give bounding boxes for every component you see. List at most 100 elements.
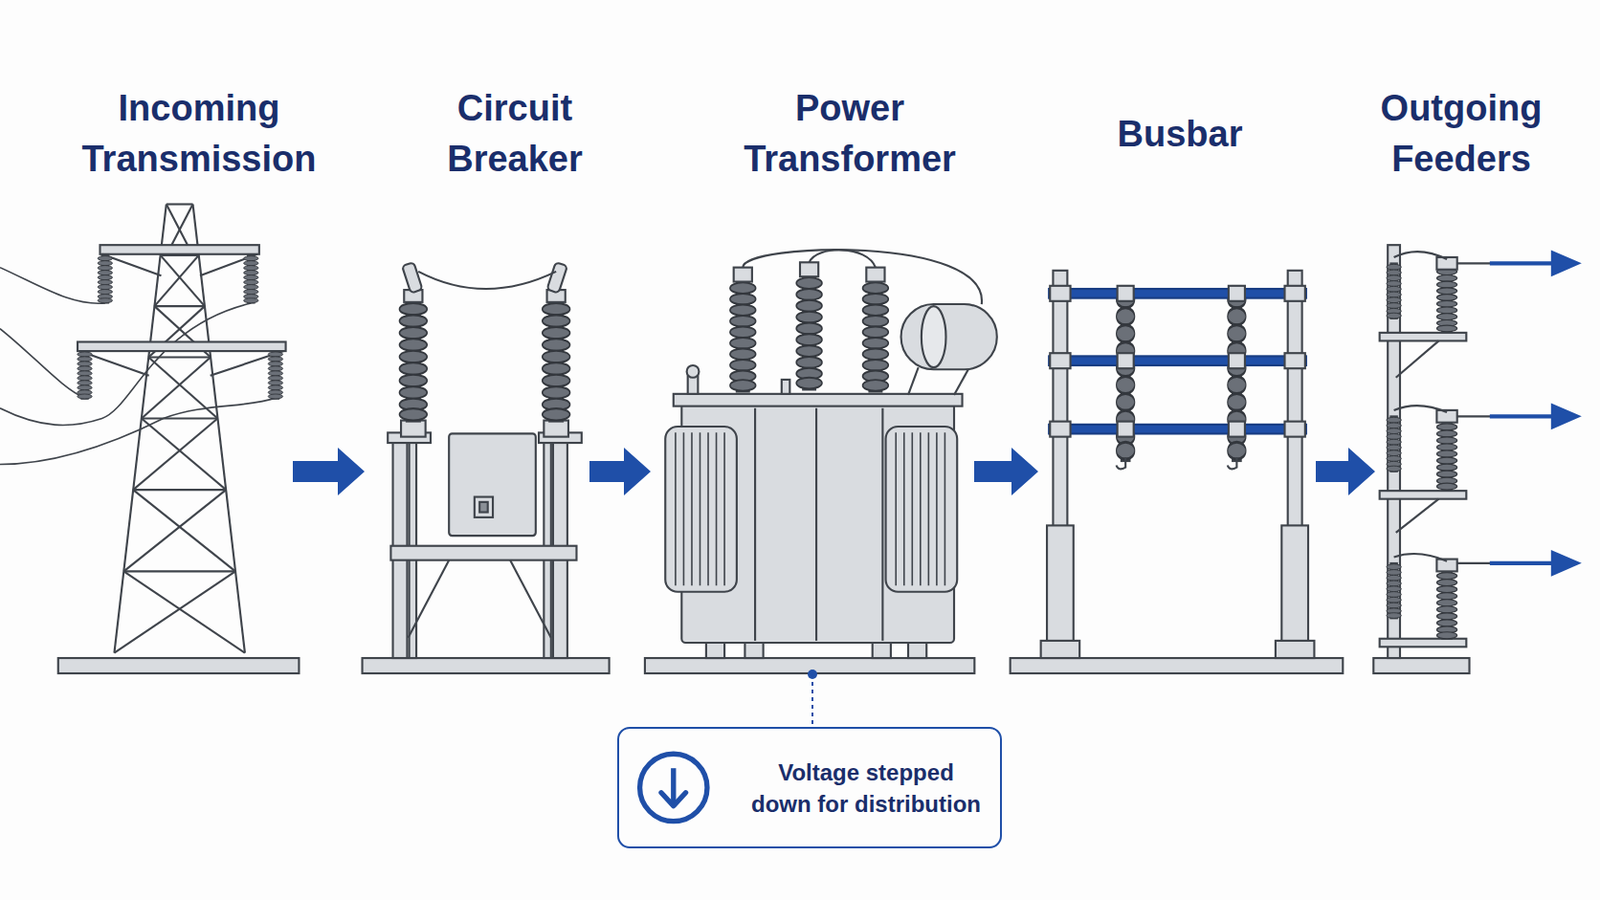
busbar-structure-part <box>1049 353 1070 369</box>
power-transformer-part <box>754 408 756 642</box>
transmission-tower-part <box>133 489 236 572</box>
feeder-structure-part <box>1489 561 1554 566</box>
power-transformer-part <box>815 408 818 642</box>
transmission-tower-part <box>0 329 86 400</box>
power-transformer-part <box>886 426 958 593</box>
power-transformer-part <box>675 432 725 586</box>
power-transformer-part <box>673 394 963 407</box>
circuit-breaker-part <box>543 421 569 438</box>
circuit-breaker-part <box>479 502 489 513</box>
power-transformer <box>644 249 998 674</box>
feeder-structure-part <box>1489 261 1554 266</box>
feeder-structure-part <box>1551 250 1582 278</box>
flow-arrow-shape <box>292 447 365 496</box>
transmission-tower-part <box>133 488 226 491</box>
transmission-tower-part <box>0 267 106 305</box>
feeder-structure-part <box>1551 550 1582 578</box>
busbar-structure-part <box>1117 353 1134 369</box>
transmission-tower-part <box>113 204 166 654</box>
busbar-structure-part <box>1049 422 1070 438</box>
tower-stage: Incoming Transmission <box>52 200 293 675</box>
feeder-structure-part <box>1457 262 1492 265</box>
power-transformer-part <box>862 280 889 391</box>
callout-box: Voltage stepped down for distribution <box>617 727 1002 849</box>
busbar-structure-part <box>1046 525 1074 644</box>
flow-arrow-shape <box>974 447 1039 496</box>
busbar-structure-part <box>1281 525 1309 644</box>
busbar-structure-part <box>1228 286 1245 302</box>
transmission-tower-part <box>141 418 226 490</box>
feeder-structure-part <box>1396 340 1440 378</box>
step-down-icon <box>640 754 708 822</box>
busbar-structure-part <box>1275 641 1315 659</box>
circuit-breaker-part <box>510 560 552 639</box>
flow-arrow <box>974 447 1039 496</box>
transmission-tower-part <box>244 255 259 304</box>
busbar-structure-part <box>1228 353 1245 369</box>
leader-dot <box>807 669 818 680</box>
circuit-breaker-part <box>400 421 426 438</box>
transmission-tower-part <box>133 418 218 490</box>
power-transformer-part <box>733 267 753 283</box>
stage-heading-box: Incoming Transmission <box>69 81 329 187</box>
busbar-structure-part <box>1116 288 1135 460</box>
busbar-stage: Busbar <box>1038 200 1316 675</box>
busbar-structure-part <box>1285 286 1306 302</box>
transmission-tower-part <box>100 244 260 255</box>
power-transformer-part <box>809 249 876 267</box>
transformer-stage: Power Transformer <box>650 200 975 675</box>
feeder-structure-part <box>1386 563 1401 620</box>
feeder-structure-part <box>1436 571 1457 639</box>
circuit-breaker-part <box>547 262 568 293</box>
circuit-breaker-part <box>401 262 423 293</box>
busbar-structure-part <box>1228 422 1245 438</box>
callout-text-box: Voltage stepped down for distribution <box>746 729 986 847</box>
busbar-structure-part <box>1010 658 1344 674</box>
circuit-breaker-part <box>362 658 610 674</box>
feeder-structure <box>1373 244 1582 674</box>
busbar-structure-part <box>1227 457 1238 469</box>
stage-heading: Busbar <box>1117 109 1244 160</box>
transmission-tower-part <box>97 255 112 304</box>
busbar-structure-part <box>1048 424 1307 435</box>
busbar-structure-part <box>1227 288 1246 460</box>
flow-arrow <box>589 447 651 496</box>
step-down-icon-part <box>670 768 676 804</box>
feeder-structure-part <box>1394 251 1447 260</box>
busbar-structure-part <box>1117 422 1134 438</box>
callout-text: Voltage stepped down for distribution <box>746 756 986 821</box>
leader-line <box>811 674 814 728</box>
feeder-stage: Outgoing Feeders <box>1375 200 1548 675</box>
breaker-stage: Circuit Breaker <box>364 200 590 675</box>
power-transformer-part <box>901 304 998 370</box>
power-transformer-part <box>730 280 756 391</box>
feeder-structure-part <box>1394 405 1447 413</box>
transmission-tower-part <box>123 489 226 572</box>
transmission-tower-part <box>154 255 199 307</box>
power-transformer-part <box>881 408 884 642</box>
power-transformer-part <box>895 432 945 586</box>
stage-heading: Outgoing Feeders <box>1355 83 1567 185</box>
power-transformer-part <box>665 426 737 593</box>
feeder-structure-part <box>1373 658 1469 674</box>
circuit-breaker-part <box>408 560 450 639</box>
feeder-structure-part <box>1379 639 1467 648</box>
feeder-structure-part <box>1379 490 1467 500</box>
flow-arrow-shape <box>589 447 651 496</box>
transmission-tower-part <box>123 571 245 653</box>
stage-heading-box: Busbar <box>1060 81 1300 187</box>
transmission-tower-part <box>148 356 218 419</box>
feeder-structure-part <box>1386 263 1401 319</box>
busbar-structure-part <box>1116 457 1127 469</box>
transmission-tower <box>0 204 299 675</box>
feeder-structure-part <box>1436 267 1457 333</box>
transmission-tower-part <box>113 571 236 653</box>
power-transformer-part <box>908 367 919 396</box>
flow-arrow <box>1315 447 1376 496</box>
transmission-tower-part <box>141 417 219 420</box>
busbar-structure-part <box>1048 288 1307 299</box>
feeder-structure-part <box>1551 402 1582 430</box>
feeder-structure-part <box>1489 414 1554 419</box>
